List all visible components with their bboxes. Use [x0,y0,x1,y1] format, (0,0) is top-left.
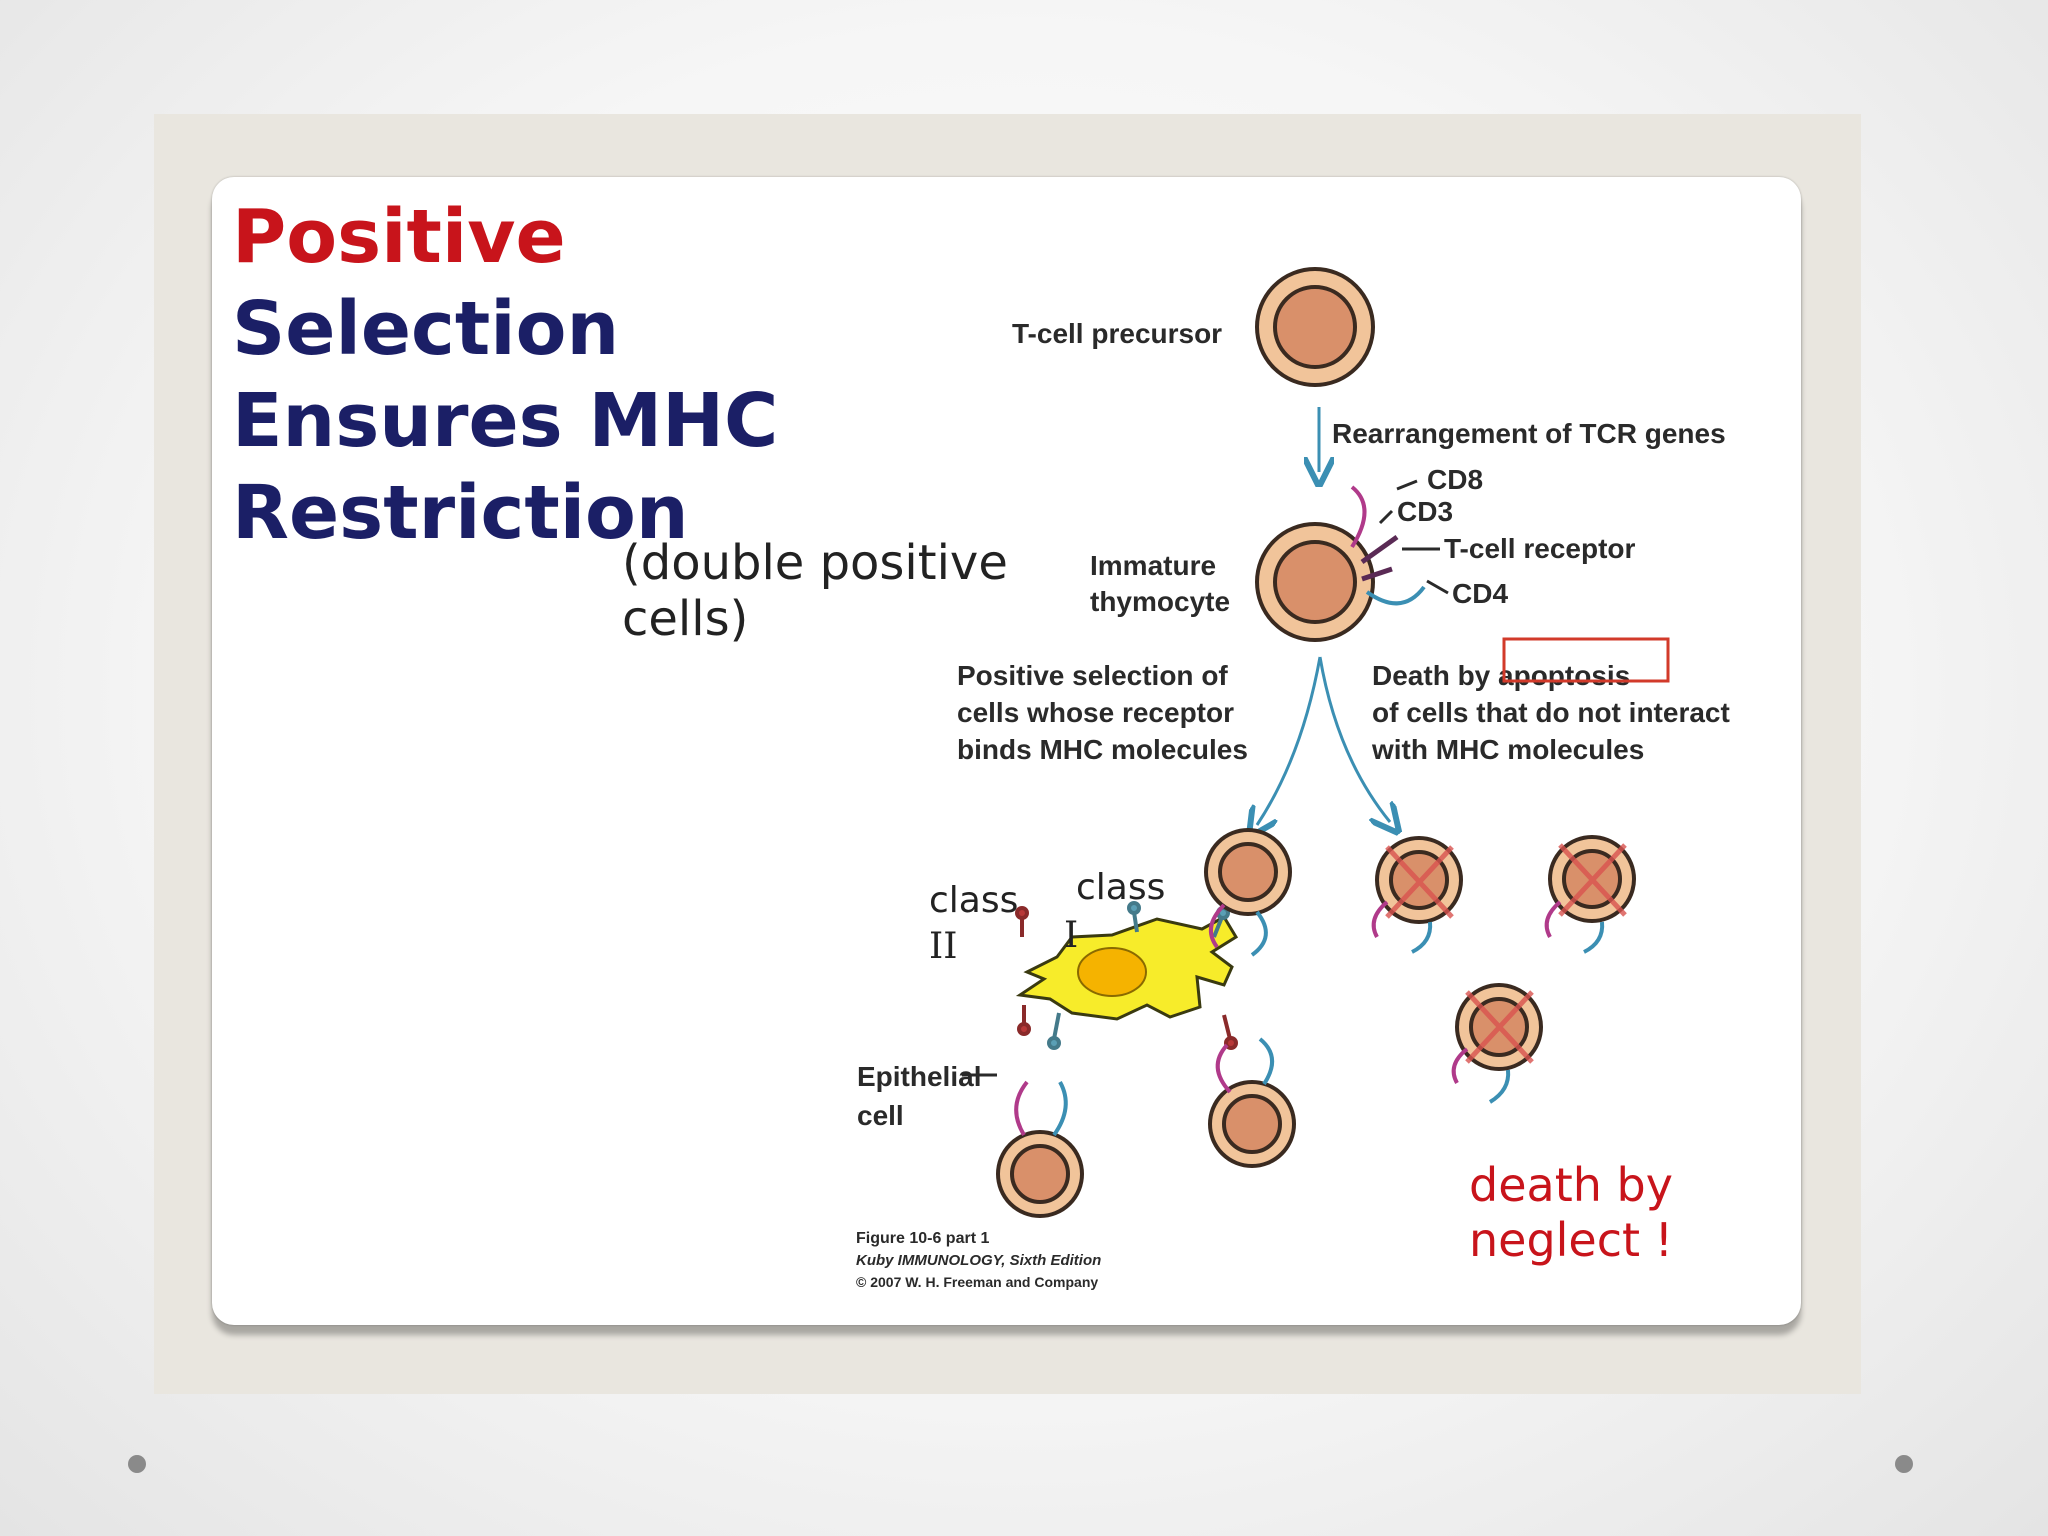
surviving-cell-top [1204,828,1292,957]
pos-sel-label-3: binds MHC molecules [957,734,1248,765]
title-line-2: Selection [232,286,620,372]
dying-cell-2 [1544,835,1636,954]
title-line-1: Positive [232,194,566,280]
dying-cell-1 [1371,836,1463,954]
apoptosis-highlight-box [1502,637,1670,683]
class-i-label-word: class [1076,867,1165,908]
receptor-leader-lines [1378,479,1449,595]
figure-caption-2: Kuby IMMUNOLOGY, Sixth Edition [856,1252,1101,1269]
subtitle-line-2: cells) [622,591,749,647]
class-ii-label-numeral: II [929,926,957,967]
surviving-cell-right [1208,1037,1296,1168]
subtitle-line-1: (double positive [622,535,1008,591]
neglect-note-1: death by [1469,1158,1673,1212]
title-line-4: Restriction [232,470,689,556]
dying-cell-3 [1451,983,1543,1104]
neglect-note-2: neglect ! [1469,1213,1673,1267]
precursor-cell [1255,267,1375,387]
slide-card: Positive Selection Ensures MHC Restricti… [212,177,1801,1325]
precursor-label: T-cell precursor [1012,318,1222,349]
pos-sel-label-2: cells whose receptor [957,697,1234,728]
rearrangement-label: Rearrangement of TCR genes [1332,418,1726,449]
figure-caption-3: © 2007 W. H. Freeman and Company [856,1274,1098,1290]
immature-label-1: Immature [1090,550,1216,581]
selection-diagram: T-cell precursor Rearrangement of TCR ge… [856,267,1730,1290]
epithelial-label-2: cell [857,1100,904,1131]
tcr-label: T-cell receptor [1444,533,1636,564]
death-label-2: of cells that do not interact [1372,697,1730,728]
pos-sel-label-1: Positive selection of [957,660,1228,691]
slide-nav-dot-left [128,1455,146,1473]
immature-thymocyte-cell [1255,485,1426,642]
fork-arrows [1257,656,1390,825]
epithelial-label-1: Epithelial [857,1061,981,1092]
cd3-label: CD3 [1397,496,1453,527]
death-label-3: with MHC molecules [1371,734,1644,765]
epithelial-cell [1015,914,1239,1021]
subtitle: (double positive cells) [622,535,1008,647]
slide-title: Positive Selection Ensures MHC Restricti… [232,191,778,559]
figure-caption-1: Figure 10-6 part 1 [856,1230,989,1247]
surviving-cell-bottom [996,1080,1084,1218]
immature-label-2: thymocyte [1090,586,1230,617]
title-line-3: Ensures MHC [232,378,779,464]
cd4-label: CD4 [1452,578,1508,609]
death-label-1: Death by apoptosis [1372,660,1630,691]
cd8-label: CD8 [1427,464,1483,495]
class-ii-label-word: class [929,880,1018,921]
class-i-label-numeral: I [1064,915,1078,956]
slide-nav-dot-right [1895,1455,1913,1473]
mhc-molecules [1015,906,1238,1050]
slide-frame: Positive Selection Ensures MHC Restricti… [154,114,1861,1394]
